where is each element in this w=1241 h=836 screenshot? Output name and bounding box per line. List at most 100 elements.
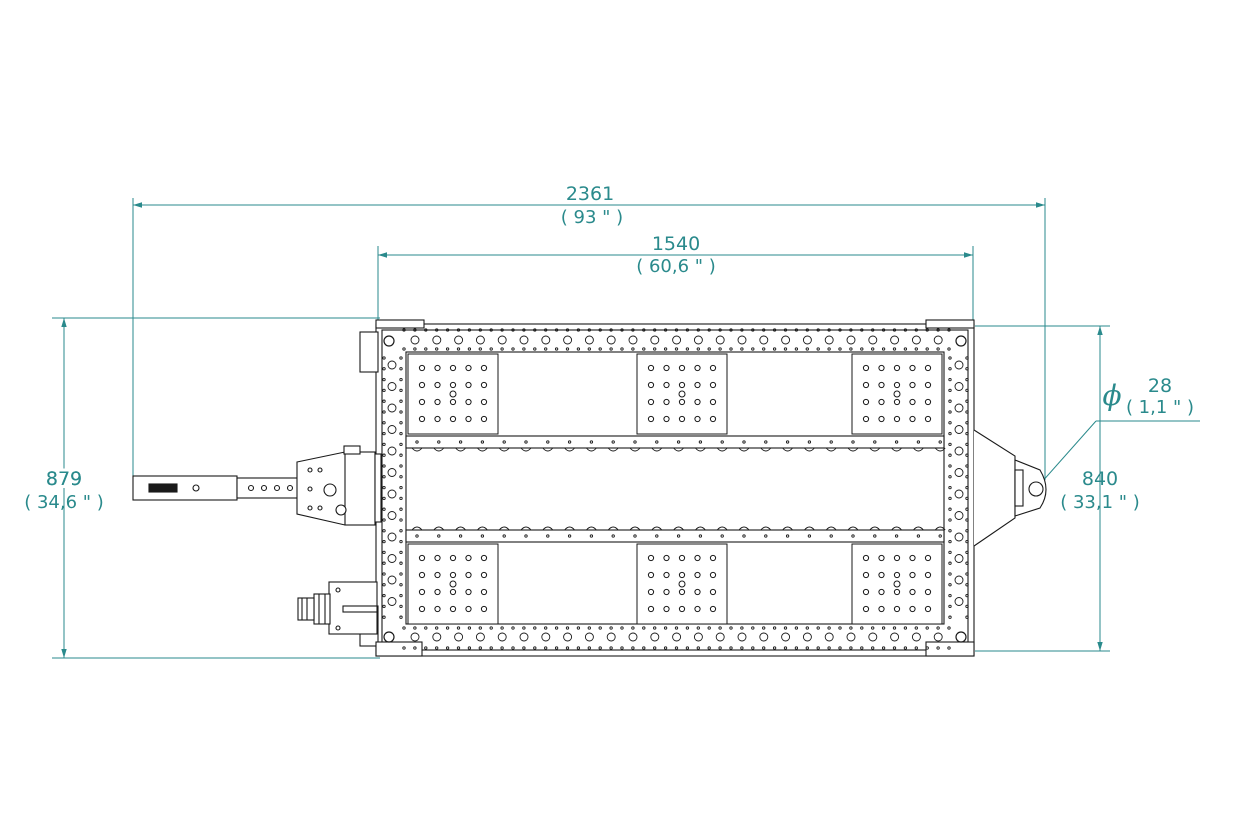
crossbar-scallop <box>542 447 554 452</box>
rail-dot <box>740 626 744 630</box>
plate-hole <box>909 415 916 423</box>
rail-dot <box>925 626 929 630</box>
plate-hole <box>480 588 488 596</box>
rail-hole <box>475 335 485 345</box>
plate-hole <box>893 554 901 562</box>
plate-hole <box>449 588 457 596</box>
rail-dot <box>511 646 515 650</box>
plate-hole <box>678 571 686 579</box>
rail-dot <box>965 421 969 425</box>
rail-dot <box>965 615 969 619</box>
plate-center <box>678 390 686 398</box>
crossbar-dot <box>480 440 485 444</box>
rail-dot <box>892 328 897 332</box>
rail-dot <box>522 328 526 332</box>
crossbar-scallop <box>782 526 793 531</box>
crossbar-dot <box>633 440 637 444</box>
crossbar-scallop <box>411 526 423 531</box>
crossbar-dot <box>851 440 855 444</box>
rail-dot <box>399 518 403 522</box>
crossbar-dot <box>458 440 463 444</box>
rail-dot <box>467 646 472 650</box>
rail-dot <box>925 347 929 351</box>
rail-dot <box>948 399 952 403</box>
rail-hole <box>954 489 964 499</box>
rail-dot <box>903 347 908 351</box>
rail-dot <box>653 626 657 630</box>
rail-dot <box>936 626 940 630</box>
rail-hole <box>541 335 551 345</box>
plate-hole <box>418 364 426 372</box>
crossbar-scallop <box>825 526 837 531</box>
rail-dot <box>609 646 613 650</box>
rail-dot <box>871 626 875 630</box>
rail-dot <box>399 431 403 436</box>
plate-hole <box>924 364 932 372</box>
frame-length-imperial: ( 60,6 " ) <box>636 256 716 277</box>
plate-hole <box>480 554 488 562</box>
crossbar-scallop <box>411 447 423 452</box>
rail-dot <box>948 464 952 468</box>
rail-hole <box>846 335 856 345</box>
crossbar-scallop <box>520 526 532 531</box>
plate-hole <box>893 398 901 406</box>
rail-dot <box>772 626 777 630</box>
crossbar-dot <box>807 534 812 538</box>
rail-hole <box>454 335 464 345</box>
plate-hole <box>694 605 701 613</box>
plate-hole <box>449 571 457 579</box>
rail-dot <box>948 561 952 565</box>
plate-hole <box>465 554 472 562</box>
rail-hole <box>715 632 725 642</box>
plate-hole <box>862 381 870 389</box>
right-rail-holes <box>948 356 969 619</box>
rail-dot <box>948 388 952 393</box>
rail-hole <box>954 532 964 542</box>
plate-hole <box>709 554 717 562</box>
plate-hole <box>663 588 670 596</box>
crossbar-dot <box>894 440 899 444</box>
crossbar-scallop <box>564 447 575 452</box>
plate-hole <box>663 605 670 613</box>
rail-dot <box>696 328 700 332</box>
rail-hole <box>432 335 442 345</box>
crossbar-dot <box>938 440 942 444</box>
plate-hole <box>878 605 885 613</box>
rail-dot <box>925 328 929 332</box>
rail-dot <box>794 347 799 351</box>
rail-dot <box>565 347 570 351</box>
rail-hole <box>584 632 594 642</box>
rail-dot <box>399 615 403 619</box>
rail-dot <box>892 646 897 650</box>
rail-hole <box>737 335 747 345</box>
rail-dot <box>522 347 526 351</box>
crossbar-dot <box>415 440 419 444</box>
overall-width-value-fg: 879 <box>46 468 82 490</box>
rail-dot <box>871 347 875 351</box>
plate-hole <box>709 398 717 406</box>
crossbar-scallop <box>804 447 815 452</box>
rail-dot <box>533 626 537 630</box>
rail-hole <box>519 335 529 345</box>
rail-dot <box>947 646 951 650</box>
rail-dot <box>948 496 952 501</box>
crossbar-dot <box>916 440 921 444</box>
rail-dot <box>478 626 482 630</box>
plate-hole <box>924 381 932 389</box>
crossbar-dot <box>611 534 615 538</box>
rail-dot <box>653 646 657 650</box>
rail-dot <box>707 328 711 332</box>
plate-hole <box>909 554 916 562</box>
rail-dot <box>783 347 788 351</box>
rail-dot <box>965 377 969 382</box>
rail-dot <box>424 626 428 630</box>
plate-hole <box>480 381 488 389</box>
rail-hole <box>715 335 725 345</box>
rail-hole <box>954 403 964 413</box>
rail-dot <box>478 328 482 332</box>
rail-hole <box>781 335 791 345</box>
rail-dot <box>382 572 386 576</box>
rail-dot <box>772 328 777 332</box>
rail-dot <box>794 646 799 650</box>
rail-hole <box>387 425 397 434</box>
